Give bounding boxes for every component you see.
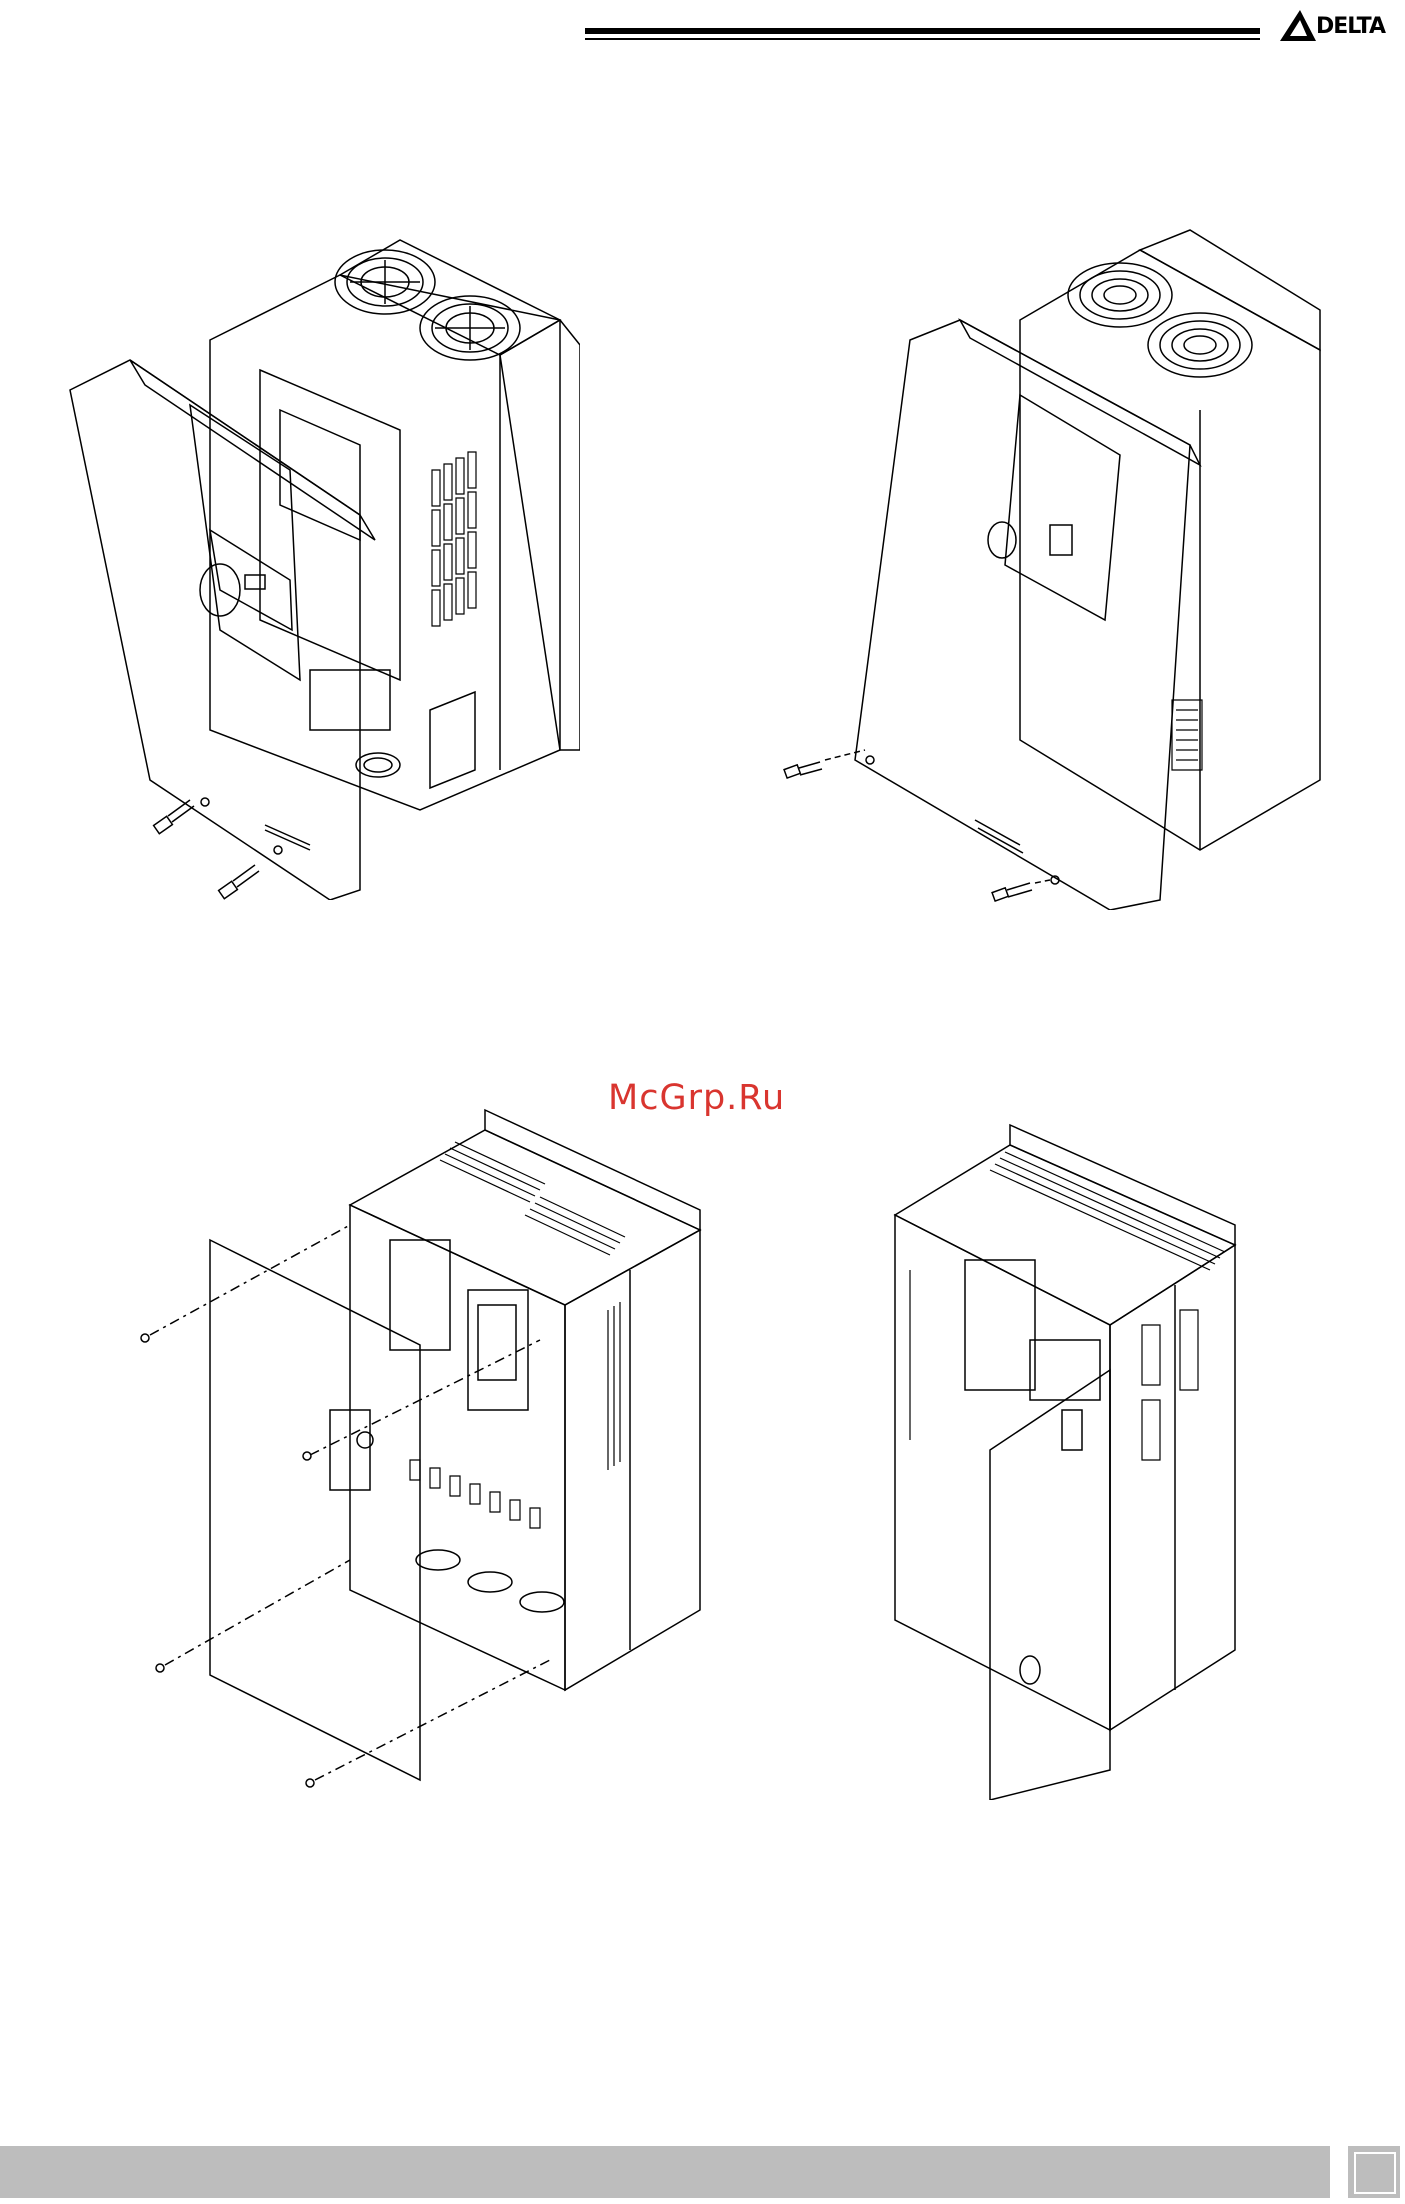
frame-fan-cover-installed-illustration xyxy=(780,220,1340,910)
header-rule-thick xyxy=(585,28,1260,34)
brand-name: DELTA xyxy=(1316,14,1385,39)
header-rule-thin xyxy=(585,38,1260,40)
page-number-box xyxy=(1348,2146,1400,2198)
page-number-frame xyxy=(1354,2152,1396,2194)
cabinet-front-cover-open-illustration xyxy=(880,1110,1260,1800)
delta-triangle-logo-icon xyxy=(1280,10,1316,41)
footer-bar xyxy=(0,2146,1330,2198)
frame-fan-cover-removed-illustration xyxy=(60,210,580,900)
cabinet-front-cover-removed-illustration xyxy=(130,1090,730,1790)
